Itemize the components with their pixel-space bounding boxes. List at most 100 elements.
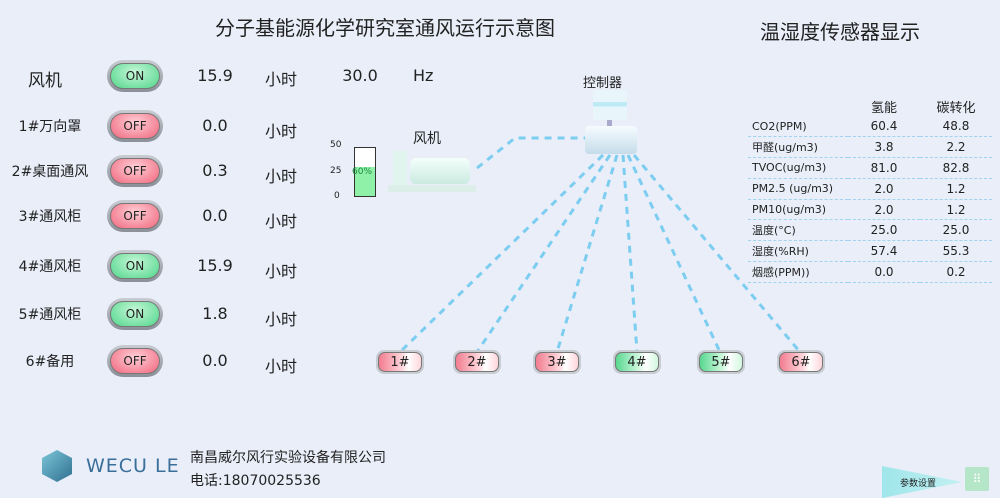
device-hours: 0.0	[202, 351, 228, 370]
device-toggle-button[interactable]: OFF	[107, 200, 163, 232]
sensor-value-a: 0.0	[848, 261, 920, 283]
device-toggle-button[interactable]: OFF	[107, 155, 163, 187]
sensor-value-a: 25.0	[848, 219, 920, 242]
device-hours-unit: 小时	[265, 310, 298, 329]
node-button[interactable]: 2#	[453, 350, 501, 374]
device-hours-unit: 小时	[265, 167, 298, 186]
device-label: 4#通风柜	[18, 259, 82, 275]
node-button[interactable]: 6#	[777, 350, 825, 374]
gauge-fill	[355, 167, 375, 196]
grid-menu-icon[interactable]: ⠿	[965, 467, 989, 491]
fan-toggle-button[interactable]: ON	[107, 60, 163, 92]
device-state: OFF	[110, 158, 160, 184]
sensor-name: 甲醛(ug/m3)	[748, 136, 848, 159]
device-state: ON	[110, 253, 160, 279]
device-hours: 0.0	[202, 206, 228, 225]
settings-label[interactable]: 参数设置	[900, 479, 937, 489]
device-state: OFF	[110, 113, 160, 139]
controller-icon	[585, 90, 645, 156]
sensor-value-a: 2.0	[848, 178, 920, 200]
device-state: ON	[110, 301, 160, 327]
node-label: 6#	[779, 352, 823, 372]
sensor-name: 湿度(%RH)	[748, 240, 848, 263]
sensor-title: 温湿度传感器显示	[760, 20, 920, 44]
sensor-value-b: 82.8	[920, 157, 992, 179]
device-hours: 0.3	[202, 161, 228, 180]
device-state: OFF	[110, 203, 160, 229]
sensor-value-a: 60.4	[848, 116, 920, 138]
node-button[interactable]: 4#	[613, 350, 661, 374]
sensor-value-b: 48.8	[920, 116, 992, 138]
gauge-percent: 60%	[352, 167, 373, 177]
column-header: 碳转化	[936, 100, 976, 116]
sensor-name: TVOC(ug/m3)	[748, 157, 848, 179]
node-button[interactable]: 3#	[533, 350, 581, 374]
device-hours-unit: 小时	[265, 122, 298, 141]
fan-hours: 15.9	[197, 66, 233, 85]
device-hours: 1.8	[202, 304, 228, 323]
fan-frequency: 30.0	[342, 66, 378, 85]
sensor-value-b: 25.0	[920, 219, 992, 242]
device-label: 5#通风柜	[18, 307, 82, 323]
sensor-value-b: 1.2	[920, 178, 992, 200]
device-toggle-button[interactable]: OFF	[107, 110, 163, 142]
sensor-value-b: 55.3	[920, 240, 992, 263]
node-label: 5#	[699, 352, 743, 372]
logo-icon	[42, 450, 72, 482]
sensor-name: 温度(°C)	[748, 219, 848, 242]
node-label: 4#	[615, 352, 659, 372]
device-hours-unit: 小时	[265, 212, 298, 231]
device-toggle-button[interactable]: OFF	[107, 345, 163, 377]
node-label: 3#	[535, 352, 579, 372]
device-hours: 15.9	[197, 256, 233, 275]
device-hours: 0.0	[202, 116, 228, 135]
sensor-name: PM2.5 (ug/m3)	[748, 178, 848, 200]
device-label: 2#桌面通风	[11, 164, 89, 180]
device-toggle-button[interactable]: ON	[107, 250, 163, 282]
device-label: 3#通风柜	[18, 209, 82, 225]
device-state: OFF	[110, 348, 160, 374]
fan-diagram-label: 风机	[413, 131, 441, 147]
device-label: 6#备用	[25, 354, 75, 370]
node-label: 1#	[378, 352, 422, 372]
gauge-tick: 0	[334, 191, 340, 201]
phone: 电话:18070025536	[190, 473, 321, 489]
fan-frequency-unit: Hz	[413, 66, 434, 85]
fan-motor-icon	[388, 148, 476, 192]
column-header: 氢能	[870, 100, 897, 116]
device-hours-unit: 小时	[265, 262, 298, 281]
device-hours-unit: 小时	[265, 357, 298, 376]
node-button[interactable]: 5#	[697, 350, 745, 374]
device-label: 1#万向罩	[18, 119, 82, 135]
sensor-value-a: 57.4	[848, 240, 920, 263]
fan-label: 风机	[28, 71, 62, 91]
fan-state: ON	[110, 63, 160, 89]
node-button[interactable]: 1#	[376, 350, 424, 374]
sensor-value-b: 2.2	[920, 136, 992, 159]
gauge-tick: 25	[330, 166, 342, 176]
frequency-gauge: 50 25 0 60%	[330, 140, 380, 205]
device-toggle-button[interactable]: ON	[107, 298, 163, 330]
page-title: 分子基能源化学研究室通风运行示意图	[215, 16, 555, 40]
controller-label: 控制器	[583, 76, 623, 91]
company-name: 南昌威尔风行实验设备有限公司	[190, 450, 386, 466]
sensor-value-a: 81.0	[848, 157, 920, 179]
sensor-value-a: 2.0	[848, 199, 920, 221]
sensor-value-a: 3.8	[848, 136, 920, 159]
sensor-value-b: 0.2	[920, 261, 992, 283]
fan-hours-unit: 小时	[265, 70, 298, 89]
sensor-name: PM10(ug/m3)	[748, 199, 848, 221]
sensor-name: 烟感(PPM))	[748, 261, 848, 283]
gauge-tick: 50	[330, 140, 342, 150]
sensor-value-b: 1.2	[920, 199, 992, 221]
